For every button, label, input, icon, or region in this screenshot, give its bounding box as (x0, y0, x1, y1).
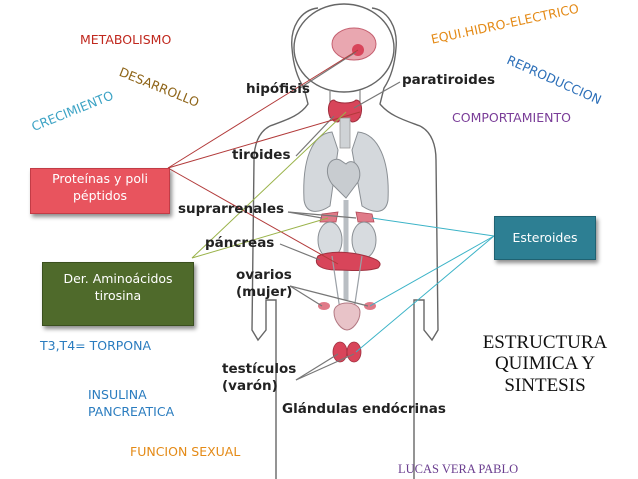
head-outline (293, 3, 395, 93)
steroid-connector-lines (355, 217, 495, 353)
keyword-metabolismo: METABOLISMO (80, 32, 172, 47)
organ-label-tiroides: tiroides (232, 147, 291, 163)
organ-label-ovarios-mujer: (mujer) (236, 284, 293, 300)
slide-title-line2: QUIMICA Y (494, 353, 596, 375)
slide-title-line1: ESTRUCTURA (482, 332, 608, 353)
left-testis (332, 341, 348, 363)
keyword-pancreatica: PANCREATICA (88, 404, 175, 419)
box-esteroides-label: Esteroides (512, 230, 578, 245)
amino-connector-lines (191, 111, 347, 259)
keyword-t3t4-torpona: T3,T4= TORPONA (40, 338, 152, 353)
right-testis (346, 341, 362, 363)
organ-label-testiculos: testículos (222, 361, 297, 377)
right-adrenal-gland (355, 211, 375, 223)
box-derivados-aminoacidos: Der. Aminoácidos tirosina (42, 262, 194, 326)
thyroid-gland (328, 99, 362, 123)
organ-label-pancreas: páncreas (205, 235, 275, 251)
keyword-insulina: INSULINA (88, 387, 147, 402)
organ-label-ovarios: ovarios (236, 267, 292, 283)
body-outline (251, 7, 439, 479)
box-aminoacidos-line2: tirosina (94, 287, 142, 303)
heart (327, 158, 361, 199)
box-proteinas-polipeptidos: Proteínas y poli péptidos (30, 168, 170, 214)
slide-title-line3: SINTESIS (504, 374, 586, 396)
keyword-comportamiento: COMPORTAMIENTO (452, 110, 571, 125)
author-name: LUCAS VERA PABLO (398, 462, 519, 476)
organ-label-suprarrenales: suprarrenales (178, 201, 285, 217)
box-proteinas-line1: Proteínas y poli (52, 171, 148, 186)
protein-connector-lines (167, 49, 361, 265)
left-ovary (318, 302, 330, 310)
organ-label-hipofisis: hipófisis (246, 81, 310, 97)
organ-leader-lines (279, 51, 401, 381)
right-kidney (351, 221, 377, 259)
organ-label-testiculos-varon: (varón) (222, 378, 278, 394)
uterus (333, 302, 361, 331)
right-lung (351, 131, 389, 212)
box-aminoacidos-line1: Der. Aminoácidos (63, 271, 173, 286)
organ-label-paratiroides: paratiroides (402, 72, 496, 88)
slide-title: ESTRUCTURA QUIMICA Y SINTESIS (466, 332, 624, 396)
keyword-funcion-sexual: FUNCION SEXUAL (130, 444, 241, 459)
left-adrenal-gland (319, 211, 339, 223)
brain-shape (331, 27, 377, 61)
diagram-caption: Glándulas endócrinas (282, 401, 446, 417)
box-proteinas-line2: péptidos (72, 187, 128, 203)
box-esteroides: Esteroides (494, 216, 596, 260)
